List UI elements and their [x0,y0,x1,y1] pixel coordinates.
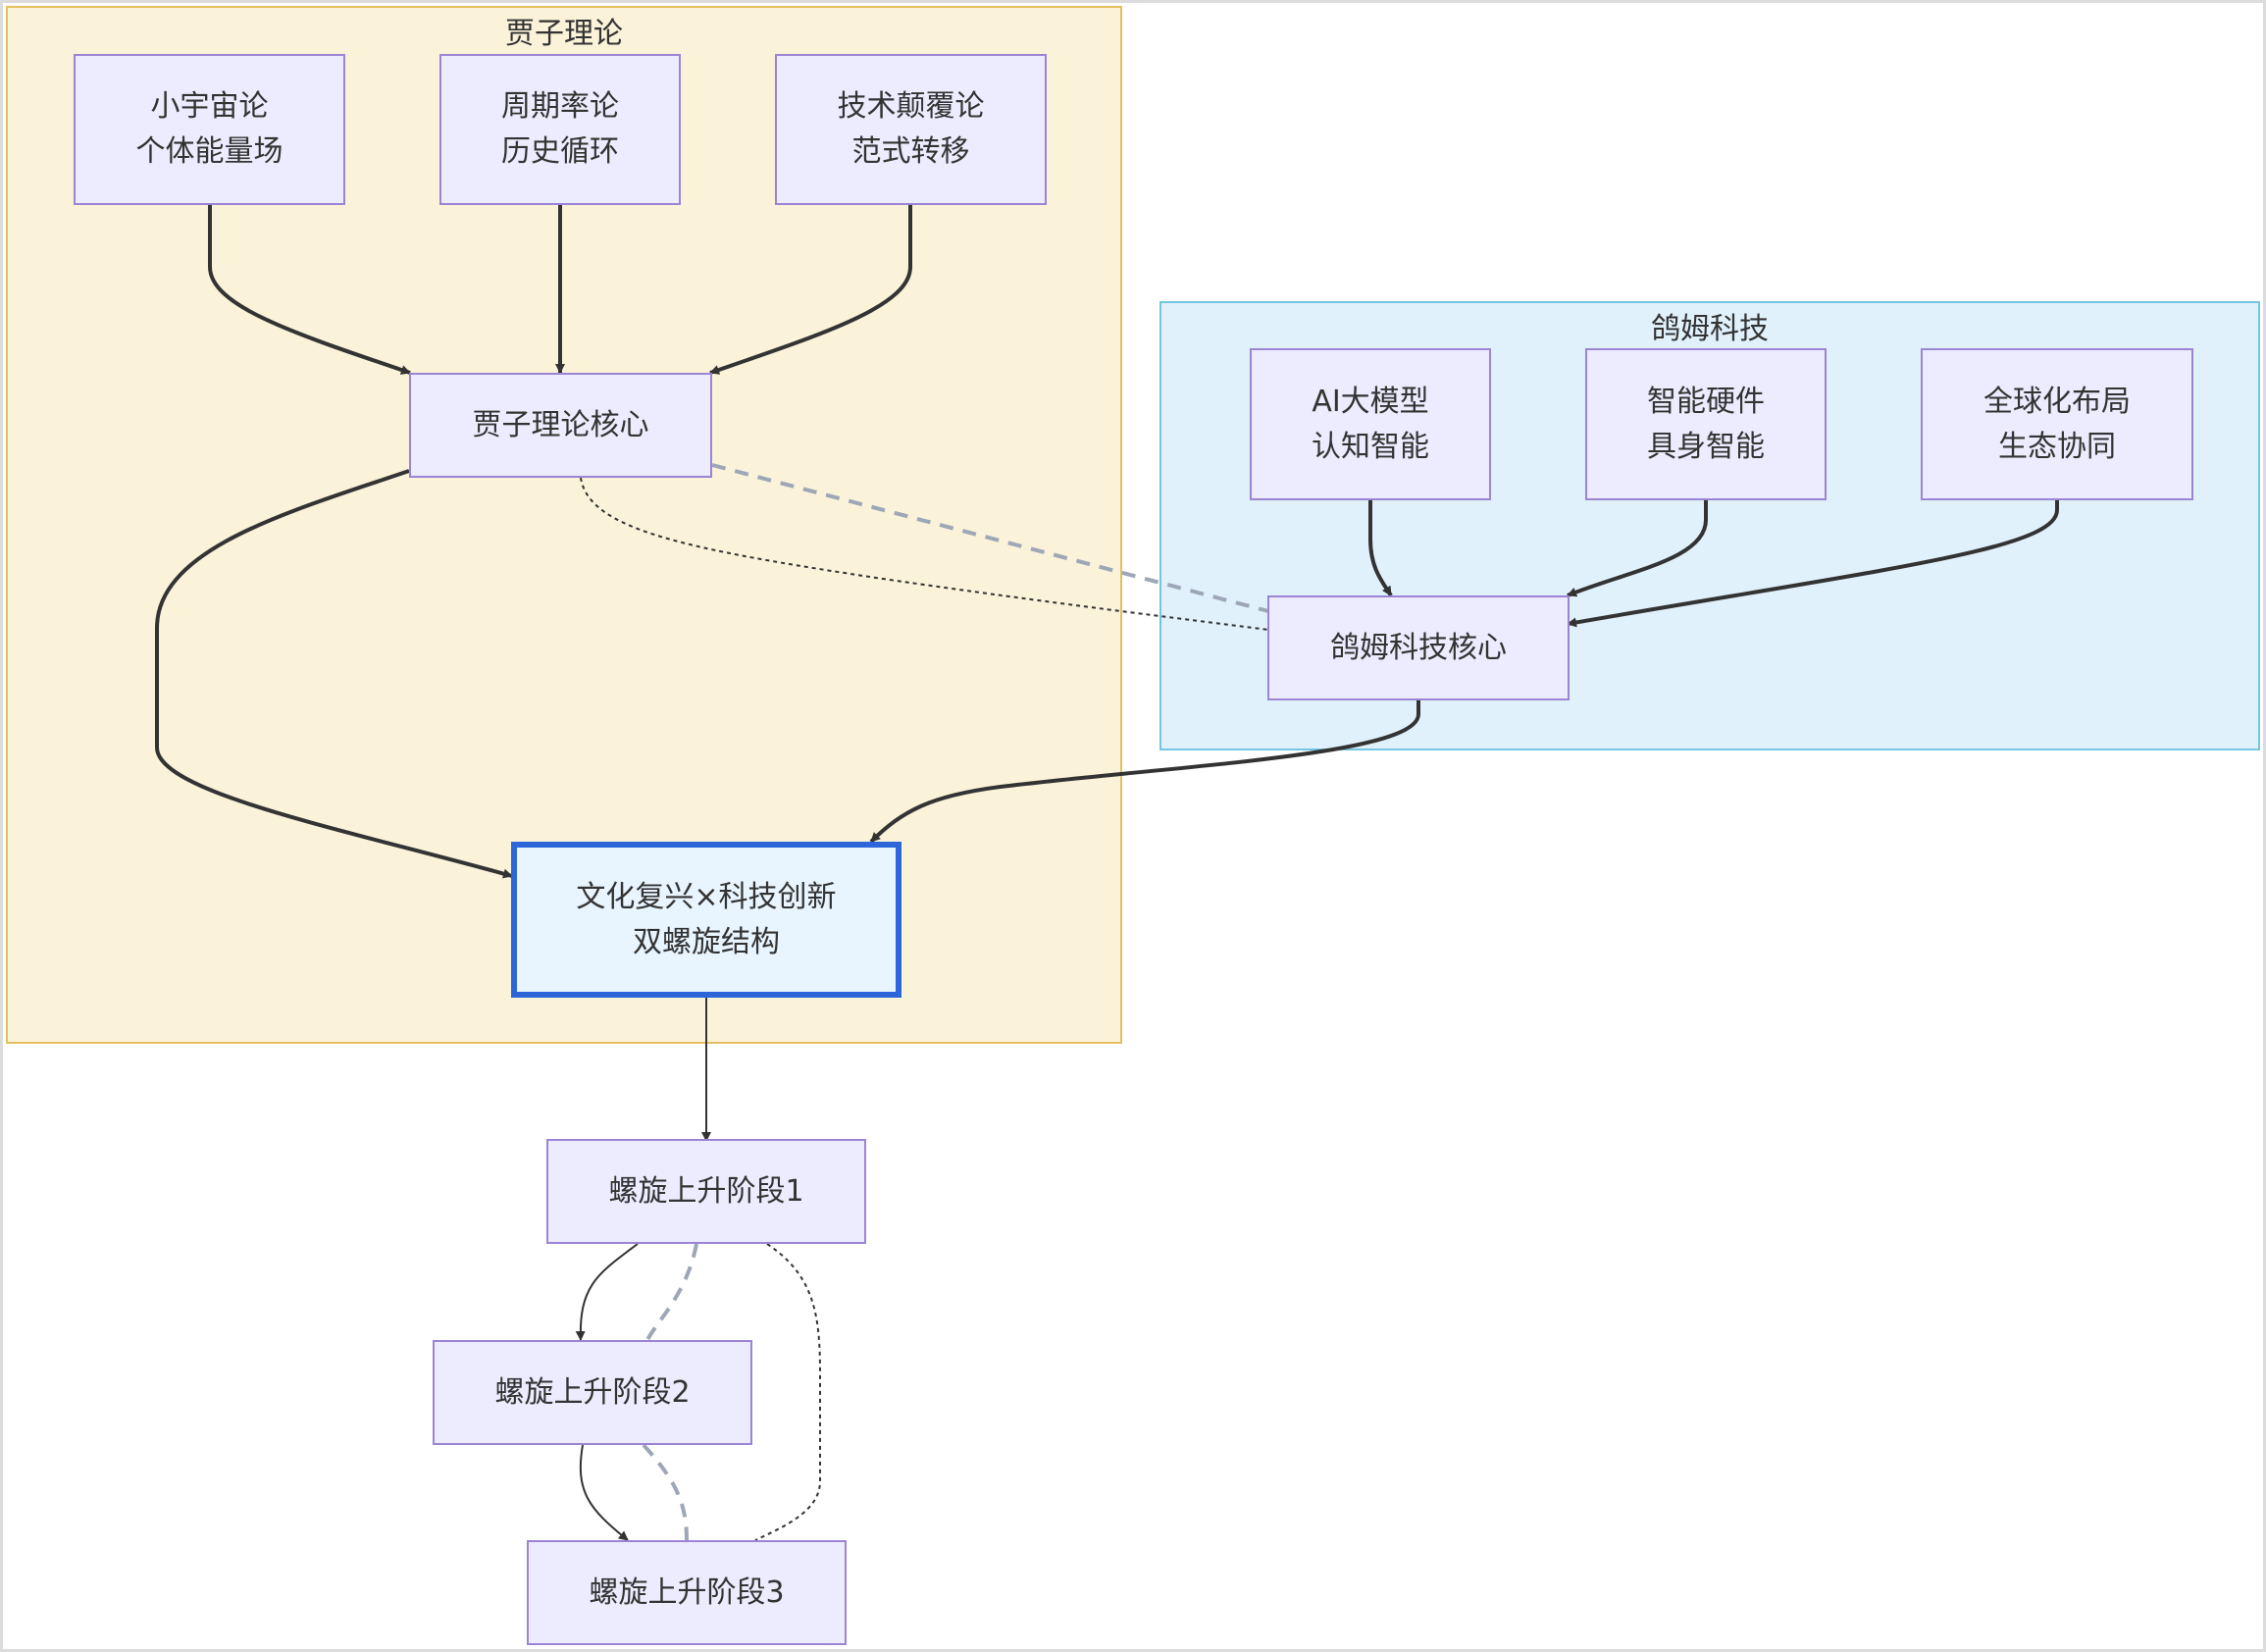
node-ai-line2: 认知智能 [1312,429,1429,464]
node-stage2-line1: 螺旋上升阶段2 [494,1374,691,1410]
node-stage3[interactable]: 螺旋上升阶段3 [527,1540,847,1645]
node-helix-line1: 文化复兴×科技创新 [576,879,837,914]
node-microcosm[interactable]: 小宇宙论 个体能量场 [74,54,345,205]
node-hardware[interactable]: 智能硬件 具身智能 [1585,348,1827,500]
node-stage3-line1: 螺旋上升阶段3 [589,1575,785,1610]
edge-microcosm-core [208,205,411,375]
node-ai[interactable]: AI大模型 认知智能 [1250,348,1491,500]
edge-disrupt-core [709,205,912,375]
node-disrupt[interactable]: 技术颠覆论 范式转移 [775,54,1047,205]
node-stage1[interactable]: 螺旋上升阶段1 [546,1139,866,1244]
edge-dashed-stage2-stage3 [642,1443,689,1541]
node-microcosm-line2: 个体能量场 [135,134,283,169]
edge-dashed-stage1-stage2 [645,1243,698,1341]
node-helix-line2: 双螺旋结构 [633,924,780,959]
node-microcosm-line1: 小宇宙论 [150,89,269,124]
node-helix[interactable]: 文化复兴×科技创新 双螺旋结构 [511,842,901,998]
edge-hardware-techcore [1567,500,1708,597]
cluster-theory-title: 贾子理论 [505,17,623,51]
edge-dashed-core-techcore [711,463,1269,613]
node-tech-core-line1: 鸽姆科技核心 [1330,630,1507,665]
node-ai-line1: AI大模型 [1312,384,1429,419]
edge-ai-techcore [1368,500,1393,597]
node-tech-core[interactable]: 鸽姆科技核心 [1267,595,1570,700]
node-theory-core[interactable]: 贾子理论核心 [409,373,712,478]
node-global[interactable]: 全球化布局 生态协同 [1921,348,2193,500]
node-cycle-line2: 历史循环 [501,134,619,169]
cluster-tech-title: 鸽姆科技 [1651,312,1769,346]
edge-dotted-stage1-stage3 [754,1243,821,1541]
node-disrupt-line1: 技术颠覆论 [837,89,985,124]
edge-stage1-stage2 [575,1243,639,1341]
edge-techcore-helix [869,700,1420,844]
node-cycle-line1: 周期率论 [501,89,619,124]
node-global-line1: 全球化布局 [1983,384,2131,419]
edge-dotted-core-techcore [580,477,1269,631]
node-disrupt-line2: 范式转移 [851,134,970,169]
node-stage2[interactable]: 螺旋上升阶段2 [433,1340,752,1445]
node-hardware-line1: 智能硬件 [1647,384,1765,419]
node-theory-core-line1: 贾子理论核心 [472,407,649,442]
edge-global-techcore [1567,500,2059,628]
edge-core-helix [155,469,513,879]
node-hardware-line2: 具身智能 [1647,429,1765,464]
edge-stage2-stage3 [579,1444,629,1541]
node-stage1-line1: 螺旋上升阶段1 [608,1173,804,1209]
node-cycle[interactable]: 周期率论 历史循环 [439,54,681,205]
node-global-line2: 生态协同 [1998,429,2116,464]
